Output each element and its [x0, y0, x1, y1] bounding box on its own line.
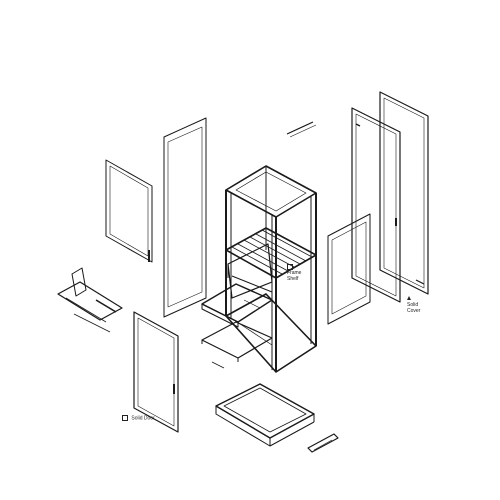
pull-out-shelf	[201, 283, 273, 328]
upper-left-glass-panel	[163, 117, 207, 318]
tall-side-panel	[351, 107, 401, 303]
solid-cover-label-line2: Cover	[407, 308, 421, 314]
square-marker-icon	[122, 415, 128, 421]
solid-door-label-text: Solid Door	[131, 415, 155, 422]
left-bracket-assembly	[57, 267, 123, 333]
lower-shelf	[201, 321, 273, 369]
solid-cover-panel	[379, 91, 429, 295]
frame-shelf-label-line2: Shelf	[287, 276, 299, 283]
handle-bar	[307, 433, 339, 453]
frame-shelf-label: Frame Shelf	[287, 264, 301, 282]
cabinet-frame	[225, 165, 317, 373]
triangle-marker-icon	[407, 296, 411, 300]
frame-shelf-label-line1: Frame	[287, 270, 302, 277]
top-panel-fragment	[286, 121, 317, 138]
left-glass-door-panel	[105, 159, 153, 263]
solid-cover-label-line1: Solid	[407, 302, 419, 308]
solid-door-panel	[133, 311, 179, 433]
base-tray	[215, 383, 315, 447]
square-marker-icon	[287, 264, 293, 270]
right-inner-glass-panel	[327, 213, 371, 325]
solid-door-label: Solid Door	[122, 415, 155, 421]
solid-cover-label: Solid Cover	[407, 296, 420, 314]
